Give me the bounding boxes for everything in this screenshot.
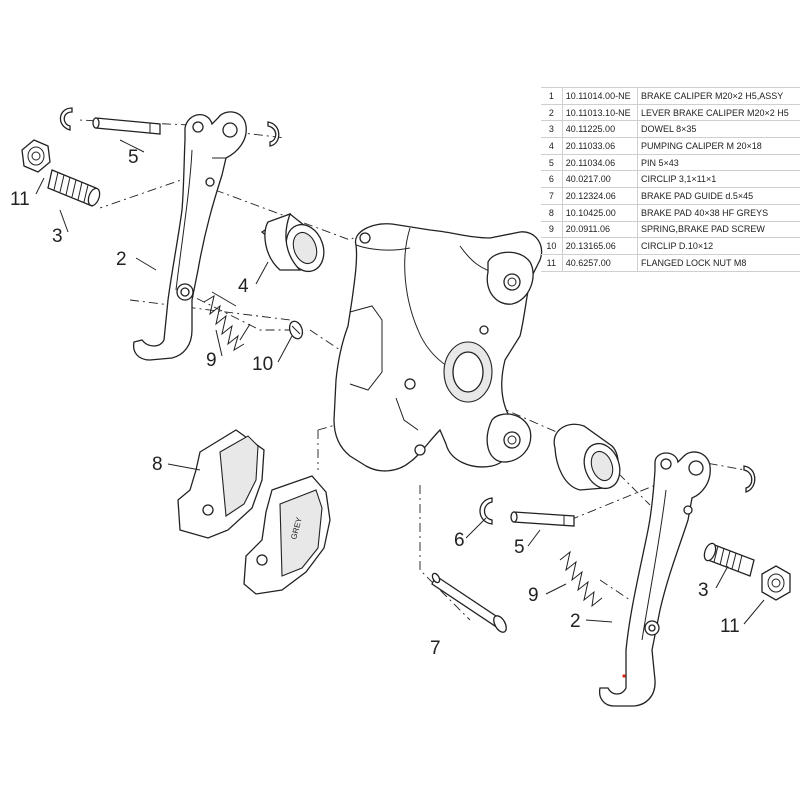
circlip-d10 — [288, 320, 304, 340]
part-number: 6 — [541, 170, 563, 189]
callout-9-right: 9 — [528, 585, 539, 606]
part-description: LEVER BRAKE CALIPER M20×2 H5 — [637, 104, 800, 122]
callout-7: 7 — [430, 638, 441, 659]
brake-pad-guide — [431, 572, 507, 633]
callout-4: 4 — [238, 276, 249, 297]
circlip-top-left — [59, 107, 73, 131]
spring-left — [203, 291, 251, 352]
callout-5-bottom: 5 — [514, 537, 525, 558]
part-code: 20.12324.06 — [562, 187, 639, 205]
piston-right — [553, 423, 621, 491]
callout-5-top: 5 — [128, 147, 139, 168]
part-number: 1 — [541, 87, 563, 105]
part-description: CIRCLIP 3,1×11×1 — [637, 170, 800, 189]
circlip-bottom-right — [743, 465, 756, 493]
part-number: 9 — [541, 221, 563, 239]
part-number: 10 — [541, 237, 563, 255]
dowel-left — [47, 169, 101, 207]
callout-3-right: 3 — [698, 580, 709, 601]
part-number: 4 — [541, 137, 563, 155]
part-description: BRAKE PAD 40×38 HF GREYS — [637, 204, 800, 222]
right-lever — [598, 451, 711, 707]
part-description: CIRCLIP D.10×12 — [637, 237, 800, 255]
brake-pad-rear — [177, 429, 265, 539]
callout-9-left: 9 — [206, 350, 217, 371]
nut-left — [21, 139, 51, 173]
part-description: BRAKE PAD GUIDE d.5×45 — [637, 187, 800, 205]
part-description: PUMPING CALIPER M 20×18 — [637, 137, 800, 155]
part-description: FLANGED LOCK NUT M8 — [637, 254, 800, 272]
pin-bottom — [510, 511, 575, 527]
callout-labels: 5 11 3 2 4 9 10 8 6 5 9 3 11 2 7 — [10, 147, 740, 659]
part-code: 40.11225.00 — [562, 120, 639, 139]
callout-3-left: 3 — [52, 226, 63, 247]
part-code: 20.0911.06 — [562, 221, 639, 239]
piston-left — [260, 212, 325, 273]
callout-6: 6 — [454, 530, 465, 551]
part-code: 10.11014.00-NE — [562, 87, 639, 105]
part-description: BRAKE CALIPER M20×2 H5,ASSY — [637, 87, 800, 105]
part-number: 7 — [541, 187, 563, 205]
nut-right — [761, 565, 791, 601]
callout-11-left: 11 — [10, 189, 30, 210]
callout-10: 10 — [252, 354, 273, 375]
callout-11-right: 11 — [720, 616, 740, 637]
leader-lines — [35, 139, 765, 625]
part-number: 3 — [541, 120, 563, 139]
dowel-right — [703, 542, 755, 577]
part-code: 10.11013.10-NE — [562, 104, 639, 122]
part-code: 20.11033.06 — [562, 137, 639, 155]
part-number: 5 — [541, 154, 563, 172]
part-code: 10.10425.00 — [562, 204, 639, 222]
left-lever — [132, 111, 247, 361]
part-code: 40.0217.00 — [562, 170, 639, 189]
part-number: 8 — [541, 204, 563, 222]
part-code: 20.11034.06 — [562, 154, 639, 172]
callout-2-right: 2 — [570, 611, 581, 632]
part-code: 20.13165.06 — [562, 237, 639, 255]
part-description: PIN 5×43 — [637, 154, 800, 172]
caliper-body — [333, 223, 543, 472]
pin-top — [92, 117, 161, 135]
circlip-bottom-left — [479, 497, 493, 525]
circlip-top-right — [267, 121, 280, 147]
spring-right — [559, 550, 603, 608]
part-code: 40.6257.00 — [562, 254, 639, 272]
part-number: 11 — [541, 254, 563, 272]
brake-pad-front: GREY — [243, 475, 331, 595]
callout-8: 8 — [152, 454, 163, 475]
part-description: SPRING,BRAKE PAD SCREW — [637, 221, 800, 239]
part-description: DOWEL 8×35 — [637, 120, 800, 139]
callout-2-left: 2 — [116, 249, 127, 270]
part-number: 2 — [541, 104, 563, 122]
